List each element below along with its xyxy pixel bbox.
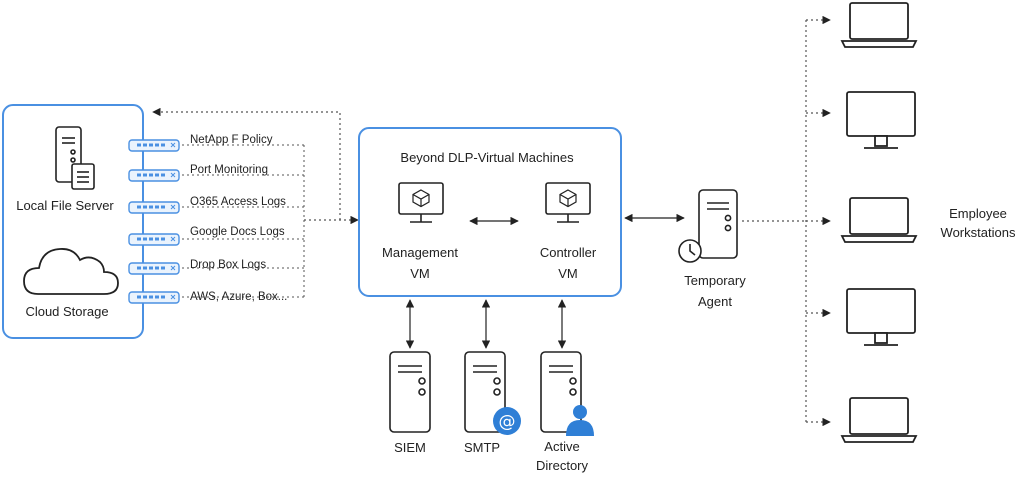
source-label: NetApp F Policy	[190, 134, 273, 146]
source-label: Google Docs Logs	[190, 226, 285, 238]
active-directory-label: Active Directory	[536, 437, 588, 475]
laptop-icon	[840, 397, 918, 443]
management-vm-icon	[398, 182, 444, 223]
local-storage-panel	[2, 104, 144, 339]
siem-label: SIEM	[394, 440, 426, 455]
user-icon	[566, 405, 594, 436]
connector-block-icon	[128, 139, 180, 152]
local-file-server-label: Local File Server	[16, 198, 114, 213]
controller-vm-label: Controller VM	[540, 242, 596, 284]
email-at-icon: @	[493, 407, 521, 435]
management-vm-label-line1: Management	[382, 245, 458, 260]
desktop-monitor-icon	[846, 91, 916, 149]
vm-panel	[358, 127, 622, 297]
employee-workstations-label-line1: Employee	[949, 206, 1007, 221]
connector-block-icon	[128, 169, 180, 182]
source-label: Drop Box Logs	[190, 259, 267, 271]
controller-vm-label-line2: VM	[558, 266, 578, 281]
active-directory-label-line2: Directory	[535, 458, 589, 473]
laptop-icon	[840, 197, 918, 243]
connector-block-icon	[128, 262, 180, 275]
connector-block-icon	[128, 201, 180, 214]
vm-to-local-connector	[152, 107, 341, 220]
controller-vm-label-line1: Controller	[539, 245, 597, 260]
connector-block-icon	[128, 291, 180, 304]
temporary-agent-label: Temporary Agent	[684, 270, 745, 312]
active-directory-server-icon	[540, 351, 582, 433]
active-directory-label-line1: Active	[544, 439, 580, 454]
controller-vm-icon	[545, 182, 591, 223]
cloud-icon	[23, 248, 119, 295]
management-vm-label: Management VM	[382, 242, 458, 284]
source-label: Port Monitoring	[190, 164, 268, 176]
temporary-agent-label-line1: Temporary	[684, 273, 746, 288]
file-server-icon	[55, 126, 95, 190]
svg-text:@: @	[499, 412, 516, 432]
temporary-agent-label-line2: Agent	[698, 294, 732, 309]
laptop-icon	[840, 2, 918, 48]
desktop-monitor-icon	[846, 288, 916, 346]
management-vm-label-line2: VM	[410, 266, 430, 281]
siem-server-icon	[389, 351, 431, 433]
temporary-agent-icon	[698, 189, 738, 259]
employee-workstations-label-line2: Workstations	[940, 225, 1016, 240]
source-label: AWS, Azure, Box...	[190, 291, 288, 303]
smtp-server-icon	[464, 351, 506, 433]
clock-icon	[678, 239, 702, 263]
employee-workstations-label: Employee Workstations	[941, 204, 1016, 242]
vm-panel-title: Beyond DLP-Virtual Machines	[400, 150, 574, 165]
connector-block-icon	[128, 233, 180, 246]
smtp-label: SMTP	[463, 440, 501, 455]
source-label: O365 Access Logs	[190, 196, 286, 208]
cloud-storage-label: Cloud Storage	[25, 304, 109, 319]
